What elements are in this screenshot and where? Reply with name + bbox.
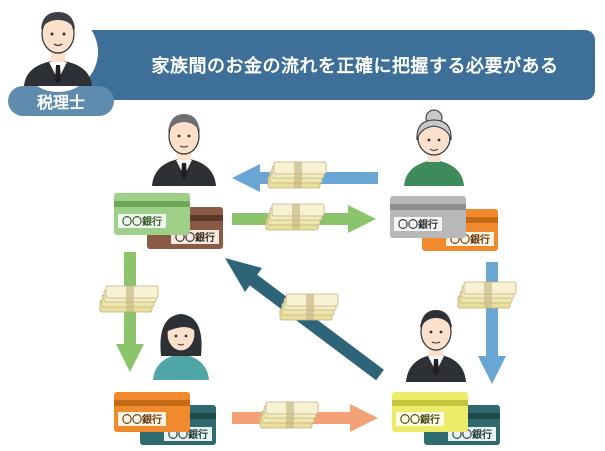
money-stack-icon <box>457 281 517 309</box>
bankcard-man: 〇〇銀行 〇〇銀行 <box>392 392 500 445</box>
bankcard-grandfather: 〇〇銀行 〇〇銀行 <box>114 193 223 249</box>
tax-accountant-avatar <box>18 12 98 92</box>
grandmother-icon <box>404 109 464 186</box>
bankcard-grandmother: 〇〇銀行 〇〇銀行 <box>390 196 498 251</box>
header-banner <box>62 30 595 100</box>
grandfather-icon <box>152 114 216 186</box>
money-stack-icon <box>99 285 159 313</box>
arrow-grandmother-to-man <box>478 262 506 384</box>
header-text: 家族間のお金の流れを正確に把握する必要がある <box>151 56 559 77</box>
bankcard-label: 〇〇銀行 <box>122 413 162 426</box>
bankcard-label: 〇〇銀行 <box>398 218 438 231</box>
money-stack-icon <box>279 293 339 321</box>
man-icon <box>406 310 466 382</box>
money-stack-icon <box>265 203 325 231</box>
arrow-man-to-grandfather <box>225 258 384 381</box>
bankcard-label: 〇〇銀行 <box>122 215 162 228</box>
money-stack-icon <box>259 401 319 429</box>
bankcard-label: 〇〇銀行 <box>400 413 440 426</box>
money-stack-icon <box>267 161 327 189</box>
woman-icon <box>153 314 209 380</box>
bankcard-woman: 〇〇銀行 〇〇銀行 <box>114 392 216 445</box>
